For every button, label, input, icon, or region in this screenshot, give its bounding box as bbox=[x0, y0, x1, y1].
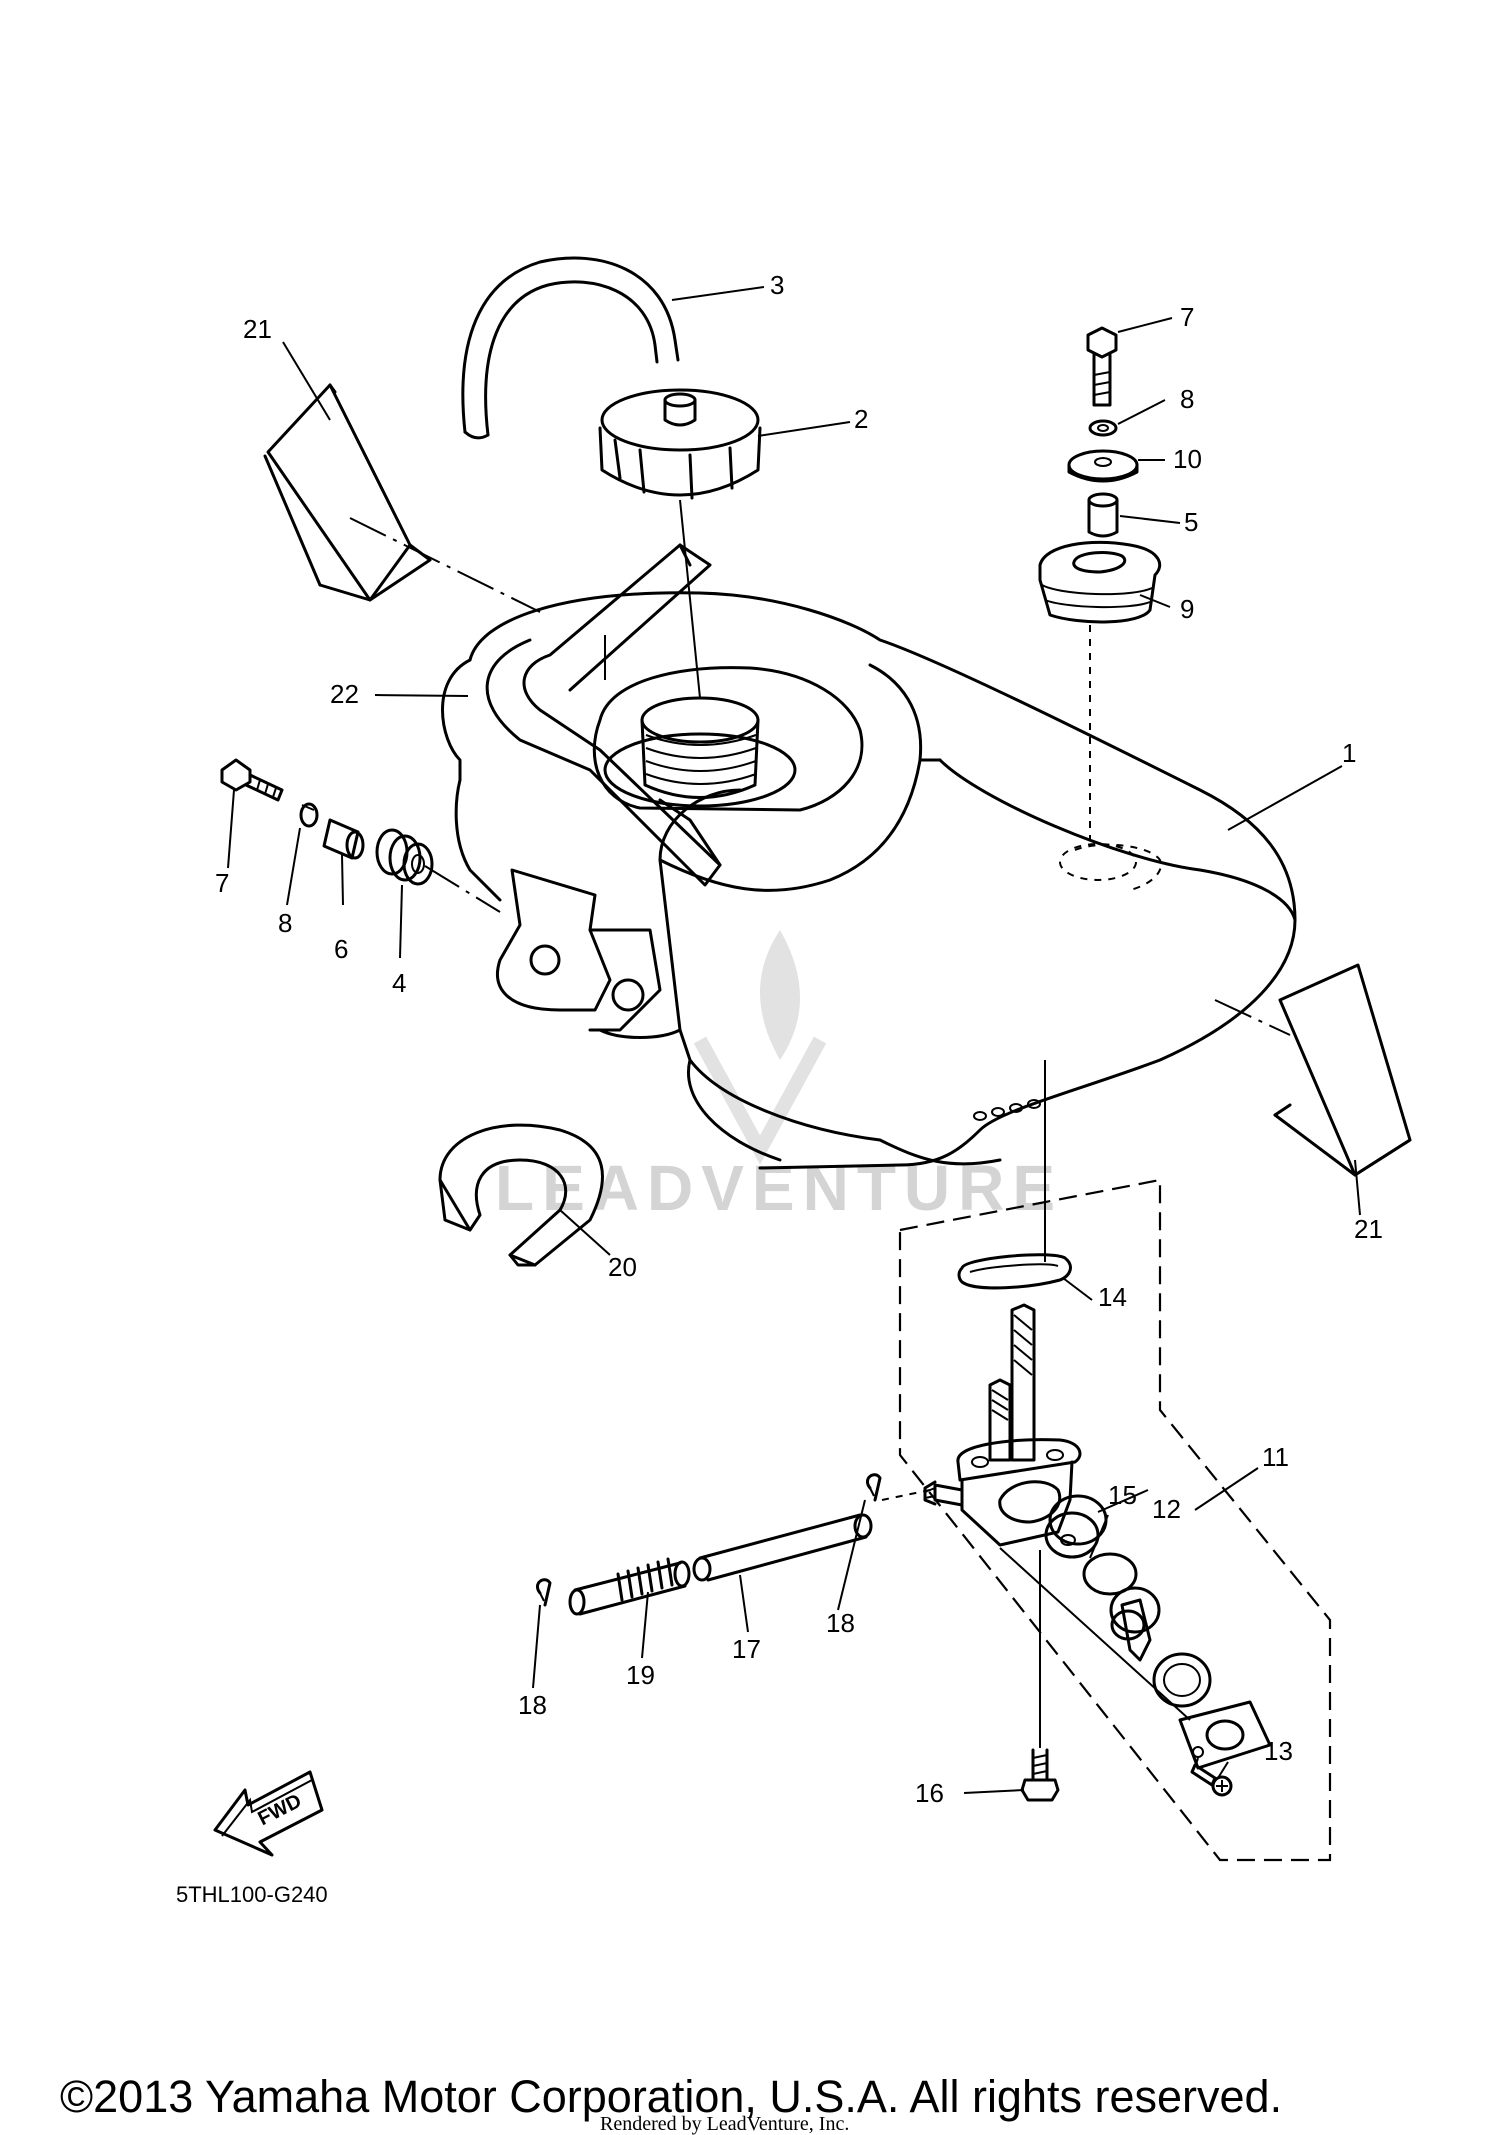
part-13-screw bbox=[1190, 1763, 1233, 1797]
copyright-notice: ©2013 Yamaha Motor Corporation, U.S.A. A… bbox=[60, 2071, 1282, 2122]
part-17-fuel-hose bbox=[692, 1513, 873, 1582]
part-11-lever bbox=[1109, 1586, 1161, 1662]
callout-18-left: 18 bbox=[518, 1690, 547, 1720]
part-7-bolt-left bbox=[220, 758, 284, 802]
part-18-clip-left bbox=[535, 1578, 552, 1607]
callout-17: 17 bbox=[732, 1634, 761, 1664]
callout-4: 4 bbox=[392, 968, 406, 998]
part-11-group-boundary bbox=[898, 1178, 1332, 1862]
callout-5: 5 bbox=[1184, 507, 1198, 537]
part-2-fuel-cap bbox=[598, 388, 762, 500]
part-5-collar-right bbox=[1087, 492, 1119, 538]
watermark: LEADVENTURE bbox=[495, 930, 1055, 1224]
fwd-arrow-icon: FWD bbox=[213, 1770, 324, 1857]
callout-15: 15 bbox=[1108, 1480, 1137, 1510]
callout-19: 19 bbox=[626, 1660, 655, 1690]
callout-16: 16 bbox=[915, 1778, 944, 1808]
callout-7-left: 7 bbox=[215, 868, 229, 898]
part-14-o-ring bbox=[957, 1253, 1072, 1290]
diagram-code: 5THL100-G240 bbox=[176, 1882, 328, 1907]
callout-22: 22 bbox=[330, 679, 359, 709]
part-4-damper bbox=[375, 828, 434, 886]
part-21-pad-lower bbox=[1273, 963, 1412, 1177]
callout-14: 14 bbox=[1098, 1282, 1127, 1312]
callout-18-right: 18 bbox=[826, 1608, 855, 1638]
callout-6: 6 bbox=[334, 934, 348, 964]
part-11-fuel-cock bbox=[923, 1303, 1082, 1547]
callout-3: 3 bbox=[770, 270, 784, 300]
leader-lines bbox=[227, 286, 1361, 1794]
callout-21-lower: 21 bbox=[1354, 1214, 1383, 1244]
part-1-fuel-tank bbox=[441, 591, 1297, 1170]
part-6-collar-left bbox=[322, 818, 365, 860]
part-8-lock-washer-right bbox=[1088, 419, 1118, 437]
callout-21-upper: 21 bbox=[243, 314, 272, 344]
callout-11: 11 bbox=[1262, 1442, 1289, 1472]
callout-9: 9 bbox=[1180, 594, 1194, 624]
part-12-disc bbox=[1082, 1552, 1138, 1596]
callout-10: 10 bbox=[1173, 444, 1202, 474]
part-8-lock-washer-left bbox=[299, 802, 319, 828]
callout-20: 20 bbox=[608, 1252, 637, 1282]
callout-8-right: 8 bbox=[1180, 384, 1194, 414]
part-10-washer bbox=[1067, 449, 1139, 483]
part-9-damper-right bbox=[1038, 540, 1162, 624]
callout-13: 13 bbox=[1264, 1736, 1293, 1766]
part-7-bolt-right bbox=[1086, 326, 1118, 407]
callout-labels: 1 2 3 4 5 6 7 7 8 8 9 10 11 12 13 14 15 … bbox=[215, 270, 1383, 1808]
part-19-hose-spring bbox=[568, 1557, 691, 1616]
part-16-bolt bbox=[1020, 1748, 1060, 1802]
rendered-by-notice: Rendered by LeadVenture, Inc. bbox=[600, 2113, 849, 2135]
callout-1: 1 bbox=[1342, 738, 1356, 768]
part-21-pad-upper bbox=[263, 383, 432, 602]
part-22-strap bbox=[485, 543, 722, 887]
callout-12: 12 bbox=[1152, 1494, 1181, 1524]
part-18-clip-right bbox=[865, 1473, 882, 1502]
part-11-seal bbox=[1152, 1652, 1212, 1708]
part-20-clip bbox=[438, 1123, 604, 1267]
callout-7-right: 7 bbox=[1180, 302, 1194, 332]
part-11-plate bbox=[1178, 1700, 1272, 1770]
callout-2: 2 bbox=[854, 404, 868, 434]
part-15-filter bbox=[1044, 1494, 1108, 1559]
part-3-breather-hose bbox=[461, 256, 680, 440]
callout-8-left: 8 bbox=[278, 908, 292, 938]
